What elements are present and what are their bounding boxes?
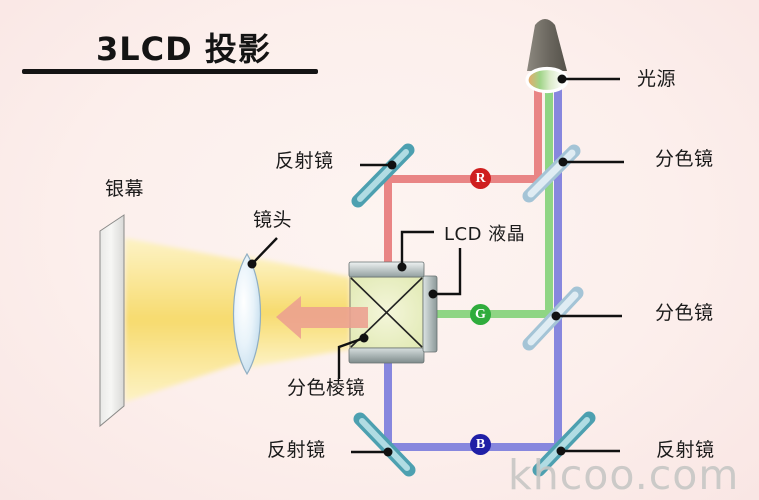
callouts (247, 74, 624, 457)
reflective-mirror-bottom-left (353, 412, 416, 477)
projected-light-beam (125, 238, 245, 402)
blue-channel-badge: B (470, 434, 491, 455)
reflective-mirror-bottom-right (532, 411, 596, 477)
red-light-path (384, 88, 542, 266)
lens (232, 252, 262, 376)
screen-label: 银幕 (105, 178, 145, 200)
reflective-mirror-top-left (351, 143, 415, 208)
lcd-panel-right (422, 275, 438, 353)
light-source-label: 光源 (637, 68, 677, 90)
lens-label: 镜头 (253, 209, 293, 231)
prism-label: 分色棱镜 (287, 377, 366, 399)
lcd-panel-top (348, 261, 425, 278)
title-underline (22, 69, 318, 74)
callout-lens (251, 237, 278, 265)
output-direction-arrow (276, 296, 368, 339)
mirror-bottom-left-label: 反射镜 (267, 439, 326, 461)
mirror-bottom-right-label: 反射镜 (656, 439, 715, 461)
callout-lcd-top (400, 230, 434, 267)
dichroic-mirror-1-label: 分色镜 (655, 148, 714, 170)
callout-prism (337, 336, 365, 379)
screen-panel (99, 214, 125, 428)
watermark: khcoo.com (508, 451, 740, 499)
light-source-lamp (525, 19, 569, 94)
lcd-panel-bottom (348, 347, 425, 364)
red-channel-badge: R (470, 168, 491, 189)
page-title: 3LCD 投影 (96, 30, 271, 68)
lamp-cone (527, 19, 567, 71)
mirror-top-left-label: 反射镜 (275, 150, 334, 172)
green-channel-badge: G (470, 304, 491, 325)
callout-lcd-right (433, 248, 462, 296)
dichroic-mirror-2-label: 分色镜 (655, 302, 714, 324)
lcd-label: LCD 液晶 (444, 224, 526, 245)
